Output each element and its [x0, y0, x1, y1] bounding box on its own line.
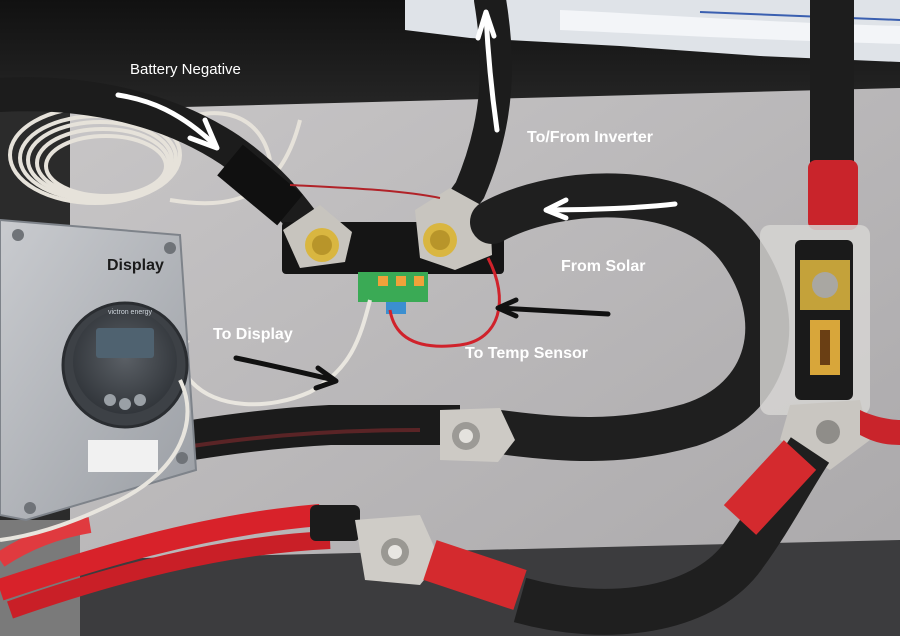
fuse-element-window	[820, 330, 830, 365]
display-white-wire	[0, 379, 190, 542]
battery-negative-boot	[217, 144, 303, 226]
negative-terminal-bolt	[312, 235, 332, 255]
to-display-arrow	[233, 355, 337, 383]
red-cable-1	[0, 504, 321, 601]
battery-negative-label: Battery Negative	[130, 61, 241, 78]
temp-sensor-arrowhead	[495, 297, 519, 319]
to-temp-sensor-label: To Temp Sensor	[465, 345, 588, 362]
red-cable-3	[0, 517, 92, 567]
device-brand-text: victron energy	[108, 309, 152, 316]
lower-lug-bolt-center	[388, 545, 402, 559]
thin-red-wire-top	[289, 184, 441, 199]
fuse-right-red-boot	[860, 410, 900, 445]
hose-blue-stripe	[699, 11, 900, 21]
display-box	[0, 218, 198, 522]
inverter-arrowhead	[475, 9, 497, 41]
inverter-arrow	[483, 12, 500, 133]
fuse-bottom-bolt	[816, 420, 840, 444]
bundle-lug-bolt-center	[459, 429, 473, 443]
connector-tab-1	[378, 276, 388, 286]
display-label: Display	[107, 257, 164, 274]
fuse-top-bolt	[812, 272, 838, 298]
lower-cable-red-boot-left	[423, 540, 527, 610]
right-cable-red-boot	[808, 160, 858, 230]
connector-tab-2	[396, 276, 406, 286]
solar-arrow	[545, 201, 678, 213]
solar-arrowhead	[543, 197, 569, 221]
temp-sensor-wire	[388, 257, 501, 348]
lower-cable-red-boot-right	[723, 440, 817, 535]
to-display-label: To Display	[213, 326, 293, 343]
red-cable-boot-black	[310, 505, 360, 541]
to-display-arrowhead	[313, 365, 339, 391]
from-solar-label: From Solar	[561, 258, 646, 275]
battery-negative-arrowhead	[187, 117, 220, 151]
battery-negative-arrow	[115, 92, 218, 148]
red-cable-2	[7, 531, 331, 619]
inverter-terminal-bolt	[430, 230, 450, 250]
temp-sensor-arrow	[497, 305, 611, 317]
to-from-inverter-label: To/From Inverter	[527, 129, 653, 146]
connector-tab-3	[414, 276, 424, 286]
